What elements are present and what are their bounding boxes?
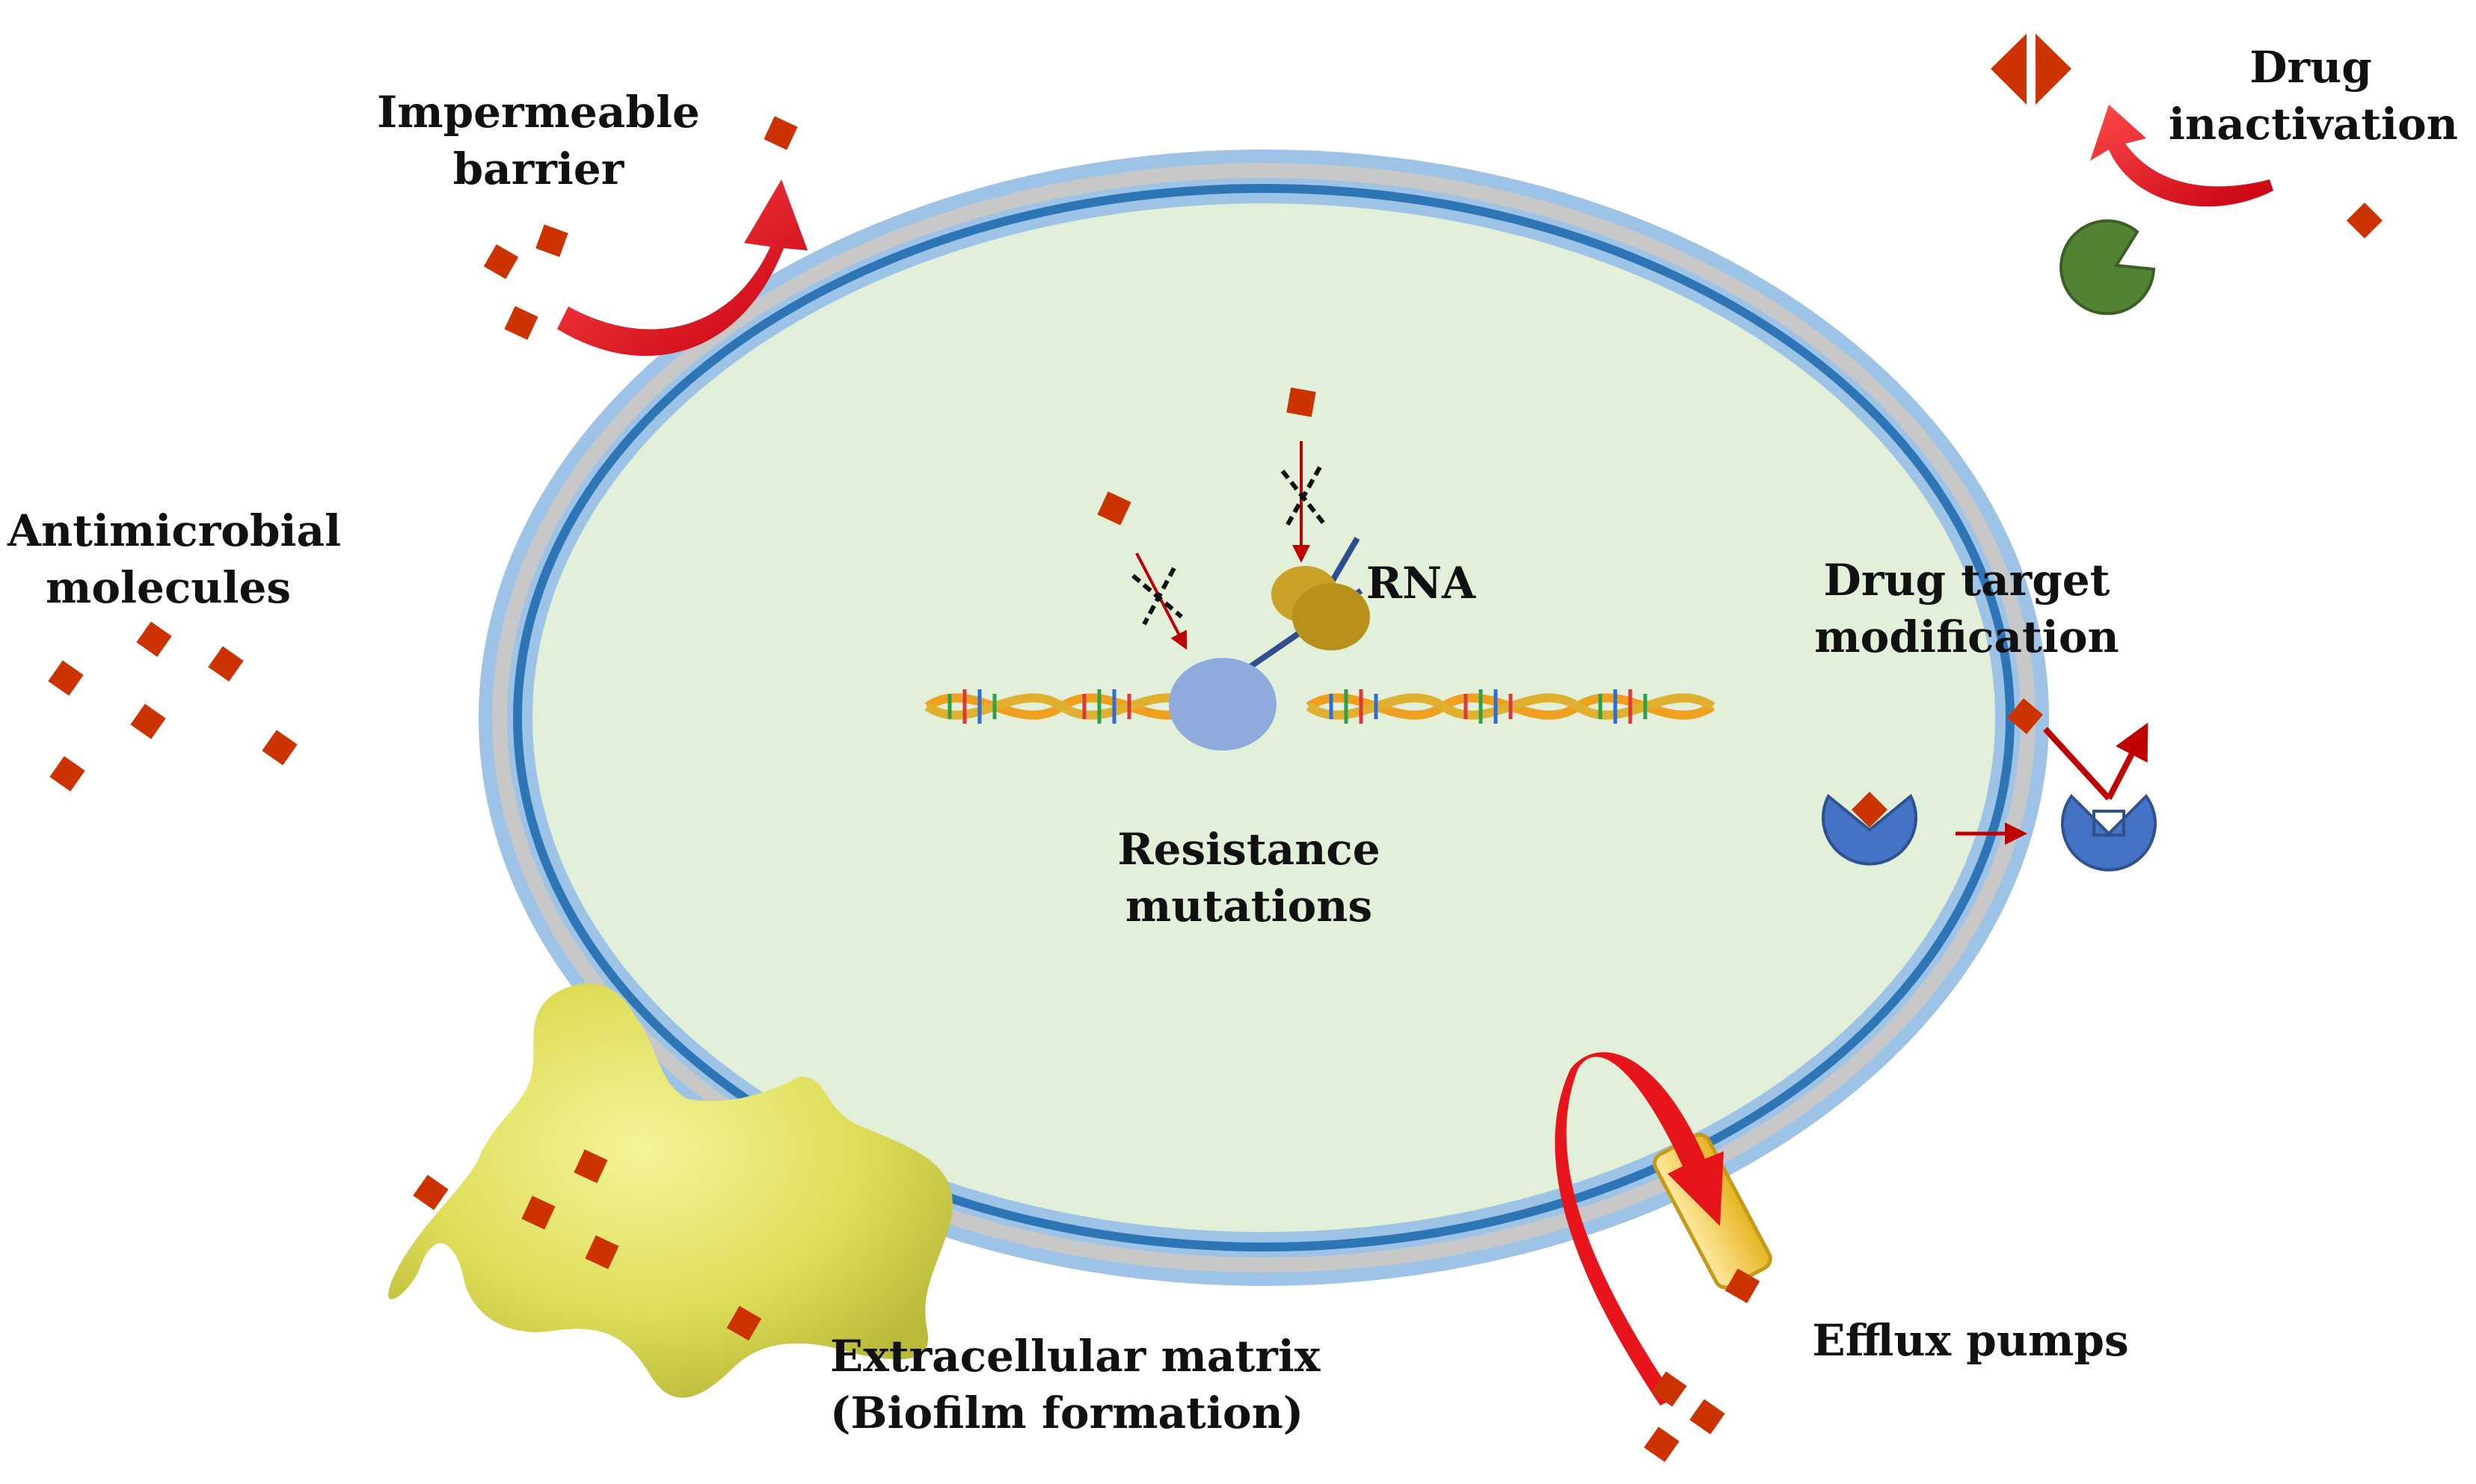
drug-molecules [48, 116, 2383, 1462]
label-line: Efflux pumps [1812, 1315, 2129, 1366]
drug-inactivation-arrow [2090, 105, 2273, 207]
block-cross-icon [1131, 567, 1183, 626]
drug-molecule [1644, 1426, 1680, 1462]
drug-molecule [136, 621, 172, 657]
label-line: (Biofilm formation) [830, 1388, 1304, 1438]
drug-molecule [413, 1174, 449, 1210]
drug-deflect-arrow-out [2106, 722, 2148, 800]
modified-binding-site [2092, 810, 2125, 837]
label-line: RNA [1366, 558, 1476, 609]
drug-molecule [2007, 698, 2043, 734]
label-line: Resistance [1117, 824, 1380, 875]
drug-molecule [1851, 791, 1888, 828]
label-line: Impermeable [377, 87, 700, 138]
drug-molecule [48, 660, 84, 696]
block-cross-icon [1280, 466, 1326, 529]
drug-molecule [1651, 1371, 1687, 1407]
drug-inactivation-label: Drug inactivation [2169, 39, 2458, 153]
drug-molecule [726, 1305, 762, 1341]
label-line: Drug [2249, 42, 2372, 93]
efflux-arrow [1555, 1052, 1724, 1406]
drug-molecule [130, 703, 166, 739]
ribosome [1271, 566, 1370, 650]
drug-molecule [504, 306, 538, 340]
rna-polymerase [1169, 658, 1277, 751]
dna-base-pairs [947, 689, 1647, 724]
drug-molecule [585, 1235, 619, 1269]
label-line: mutations [1125, 881, 1373, 932]
drug-molecule [208, 646, 244, 682]
drug-molecule [1097, 491, 1131, 526]
label-line: inactivation [2169, 99, 2458, 150]
drug-target-bound [1822, 793, 1917, 866]
split-drug-molecule [1991, 34, 2071, 105]
efflux-pumps-label: Efflux pumps [1810, 1312, 2131, 1369]
label-line: modification [1814, 612, 2119, 662]
drug-molecule [2346, 202, 2383, 239]
drug-molecule [521, 1195, 556, 1230]
impermeable-barrier-label: Impermeable barrier [374, 84, 703, 197]
resistance-mutations-label: Resistance mutations [1092, 821, 1406, 935]
drug-molecule [535, 224, 568, 257]
label-line: barrier [452, 144, 624, 194]
label-line: molecules [45, 562, 292, 613]
label-line: Antimicrobial [7, 505, 342, 556]
drug-deflect-arrow-in [2043, 727, 2111, 801]
label-line: Extracellular matrix [830, 1331, 1321, 1382]
drug-molecule [574, 1149, 608, 1183]
drug-target-modification-label: Drug target modification [1810, 552, 2124, 665]
drug-molecule [1689, 1399, 1725, 1435]
biofilm-matrix [388, 983, 953, 1398]
drug-molecule [483, 244, 519, 280]
drug-target-modified [2061, 793, 2157, 872]
drug-molecule [262, 730, 298, 766]
drug-molecule [49, 756, 85, 792]
dna-double-helix [924, 689, 1715, 724]
drug-molecule [1724, 1268, 1760, 1304]
extracellular-matrix-label: Extracellular matrix (Biofilm formation) [830, 1328, 1321, 1441]
inactivating-enzyme [2059, 219, 2156, 315]
drug-molecule [1286, 387, 1316, 417]
rna-label: RNA [1361, 555, 1481, 612]
rna-strand-exit [1328, 536, 1360, 585]
antimicrobial-molecules-label: Antimicrobial molecules [7, 502, 342, 616]
impermeable-barrier-arrow [557, 179, 808, 357]
label-line: Drug target [1823, 555, 2110, 606]
drug-molecule [764, 116, 798, 150]
